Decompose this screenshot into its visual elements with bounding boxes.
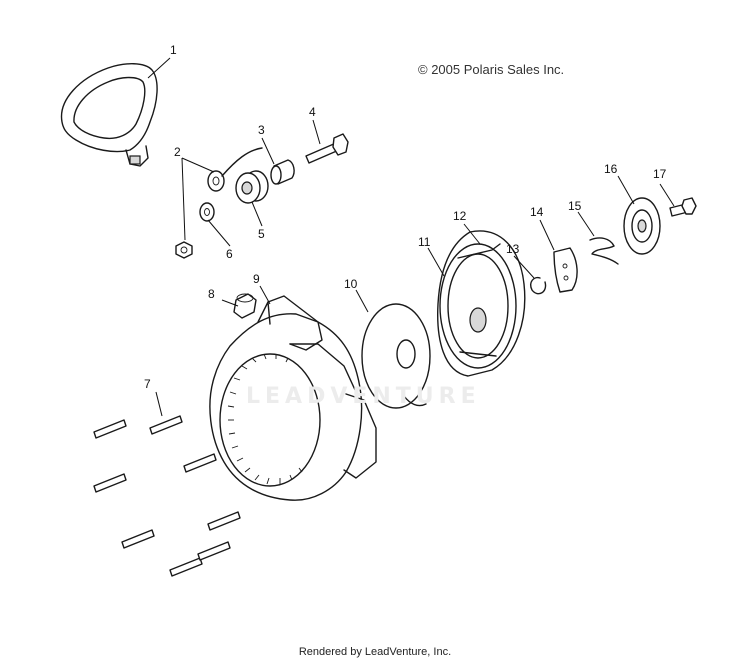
part-2-nut-washer xyxy=(175,147,263,259)
part-13-snap-ring xyxy=(530,276,547,295)
callout-12: 12 xyxy=(453,209,467,223)
copyright-notice: © 2005 Polaris Sales Inc. xyxy=(418,62,565,77)
part-10-spring xyxy=(361,303,431,409)
callout-11: 11 xyxy=(418,235,431,249)
callout-15: 15 xyxy=(568,199,582,213)
callout-6: 6 xyxy=(226,247,233,261)
callout-17: 17 xyxy=(653,167,667,181)
part-16-cover-plate xyxy=(623,197,661,255)
callout-3: 3 xyxy=(258,123,265,137)
part-5-pulley xyxy=(235,170,269,204)
callout-9: 9 xyxy=(253,272,260,286)
part-14-pawl xyxy=(553,247,578,293)
callout-1: 1 xyxy=(170,43,177,57)
callout-13: 13 xyxy=(506,242,520,256)
callout-2: 2 xyxy=(174,145,181,159)
part-4-bolt xyxy=(305,133,349,164)
part-8-cap xyxy=(233,293,257,319)
callout-4: 4 xyxy=(309,105,316,119)
callout-14: 14 xyxy=(530,205,544,219)
callout-10: 10 xyxy=(344,277,358,291)
part-15-spring-clip xyxy=(589,237,619,265)
footer-credit: Rendered by LeadVenture, Inc. xyxy=(298,646,452,658)
part-9-recoil-housing xyxy=(209,295,377,501)
callout-8: 8 xyxy=(208,287,215,301)
part-11-reel xyxy=(437,230,526,377)
callout-7: 7 xyxy=(144,377,151,391)
watermark-text: LEADVENTURE xyxy=(246,384,481,409)
part-17-bolt xyxy=(669,197,697,217)
leader-lines xyxy=(147,57,675,417)
callout-5: 5 xyxy=(258,227,265,241)
part-7-bolts xyxy=(93,415,241,577)
part-1-starter-handle xyxy=(60,63,158,167)
part-3-bushing xyxy=(270,159,295,185)
part-6-washer xyxy=(199,202,215,222)
callout-16: 16 xyxy=(604,162,618,176)
